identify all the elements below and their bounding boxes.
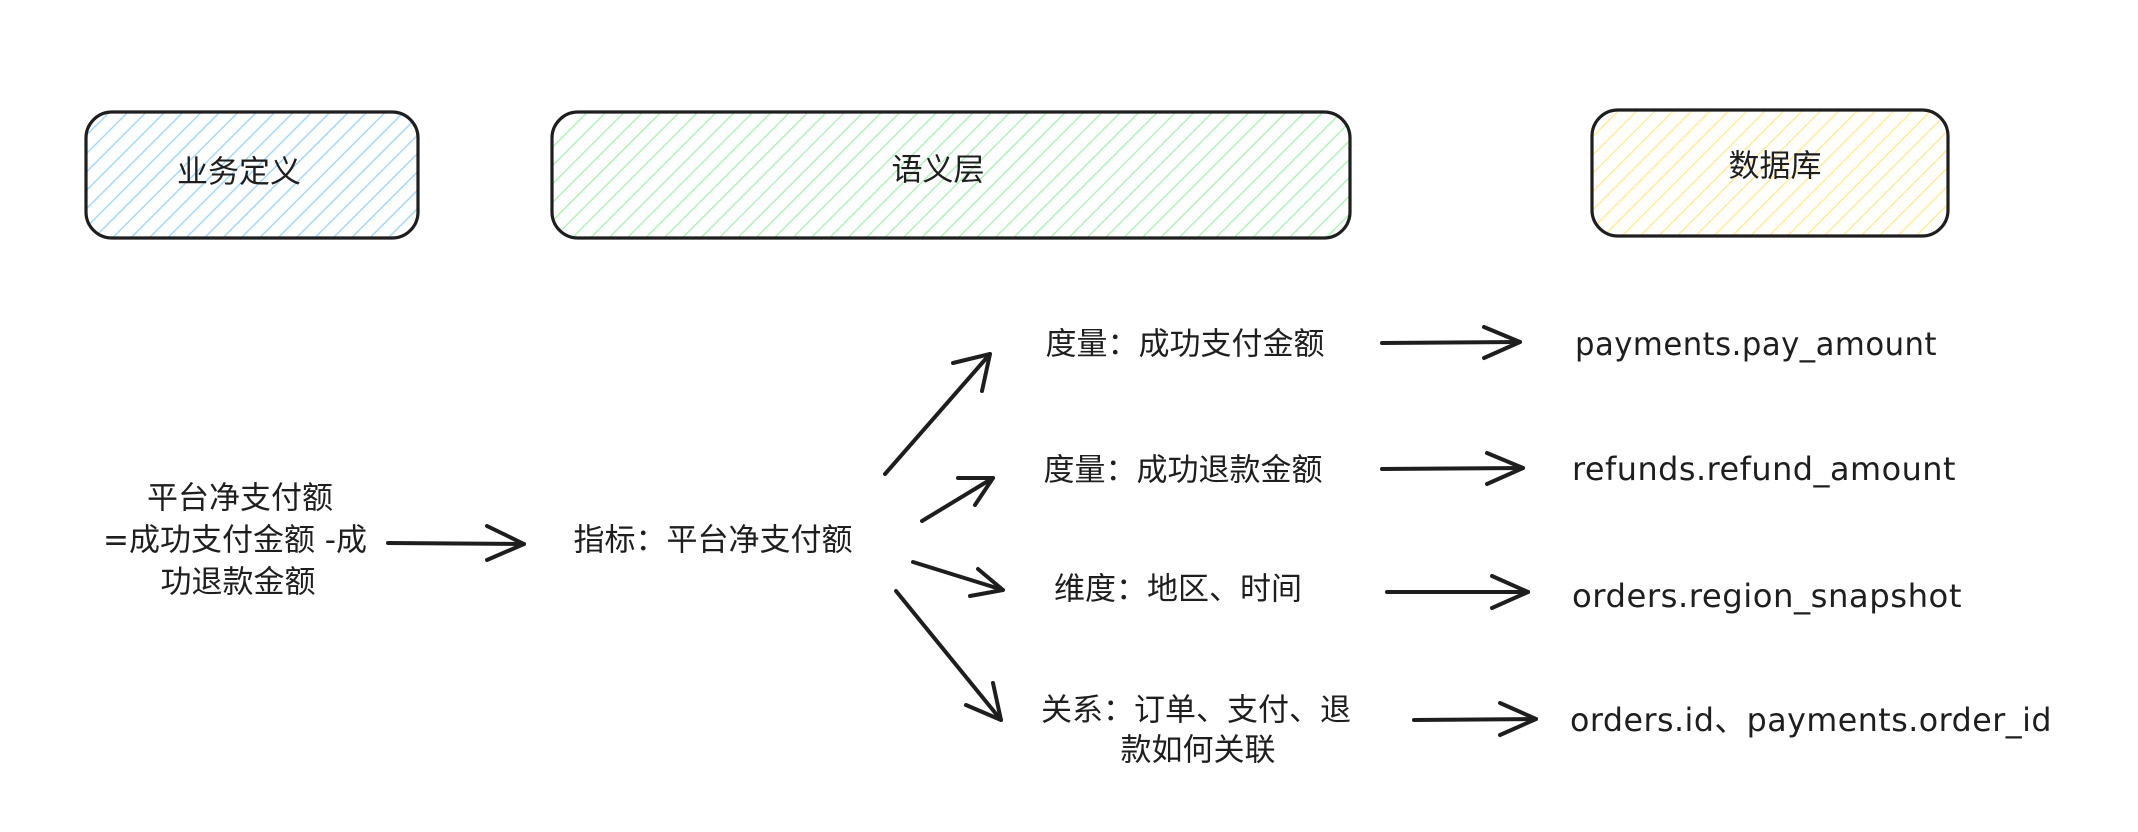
arrow-shaft (883, 352, 992, 476)
arrow-measure-refund-to-field (1380, 451, 1525, 486)
arrow-head (1498, 701, 1538, 737)
semantic-item-measure-pay: 度量：成功支付金额 (1046, 327, 1325, 363)
arrow-shaft (386, 541, 526, 546)
arrow-shaft (1380, 466, 1525, 471)
arrow-head (956, 476, 995, 507)
semantic-header-fill (552, 112, 1350, 238)
arrow-metric-to-measure-refund (920, 476, 995, 523)
database-header-box (1590, 108, 1950, 238)
business-definition-header: 业务定义 (84, 110, 420, 240)
arrow-head (1485, 451, 1525, 486)
semantic-layer-header: 语义层 (550, 110, 1352, 240)
db-field-region-snapshot: orders.region_snapshot (1572, 577, 1962, 615)
arrow-head (968, 567, 1005, 598)
arrow-metric-to-relation (894, 589, 1003, 722)
arrow-shaft (911, 560, 1005, 592)
arrow-metric-to-measure-pay (883, 352, 992, 476)
arrow-shaft (1380, 340, 1522, 345)
arrow-shaft (894, 589, 1003, 722)
business-header-box (84, 110, 420, 240)
arrow-business-to-metric (386, 524, 526, 562)
arrow-shaft (1412, 717, 1538, 722)
metric-label: 指标：平台净支付额 (574, 523, 853, 559)
db-field-pay-amount: payments.pay_amount (1575, 325, 1937, 363)
semantic-item-dimension: 维度：地区、时间 (1054, 572, 1302, 608)
arrow-measure-pay-to-field (1380, 325, 1522, 360)
arrow-head (485, 524, 526, 562)
business-definition: 平台净支付额 =成功支付金额 -成 功退款金额 (103, 481, 367, 601)
database-header-label: 数据库 (1729, 149, 1822, 185)
business-definition-line: 平台净支付额 (147, 481, 333, 517)
business-header-fill (86, 112, 418, 238)
semantic-item-relation-line: 关系：订单、支付、退 (1041, 693, 1351, 729)
semantic-item-relation: 关系：订单、支付、退 款如何关联 (1041, 693, 1351, 769)
arrow-head (1490, 574, 1530, 610)
semantic-header-box (550, 110, 1352, 240)
business-header-label: 业务定义 (177, 155, 301, 191)
arrow-head (1482, 325, 1522, 360)
arrow-dimension-to-field (1385, 574, 1530, 610)
arrow-metric-to-dimension (911, 560, 1005, 598)
db-field-order-id: orders.id、payments.order_id (1570, 701, 2052, 739)
arrow-relation-to-field (1412, 701, 1538, 737)
arrow-head (951, 352, 992, 393)
business-definition-line: 功退款金额 (161, 565, 316, 601)
semantic-item-measure-refund: 度量：成功退款金额 (1044, 453, 1323, 489)
business-definition-line: =成功支付金额 -成 (103, 523, 367, 559)
arrow-shaft (920, 476, 995, 523)
arrow-head (964, 681, 1003, 722)
database-header: 数据库 (1590, 108, 1950, 238)
semantic-item-relation-line: 款如何关联 (1121, 733, 1276, 769)
database-header-fill (1592, 110, 1948, 236)
semantic-header-label: 语义层 (892, 153, 985, 189)
db-field-refund-amount: refunds.refund_amount (1572, 450, 1956, 488)
